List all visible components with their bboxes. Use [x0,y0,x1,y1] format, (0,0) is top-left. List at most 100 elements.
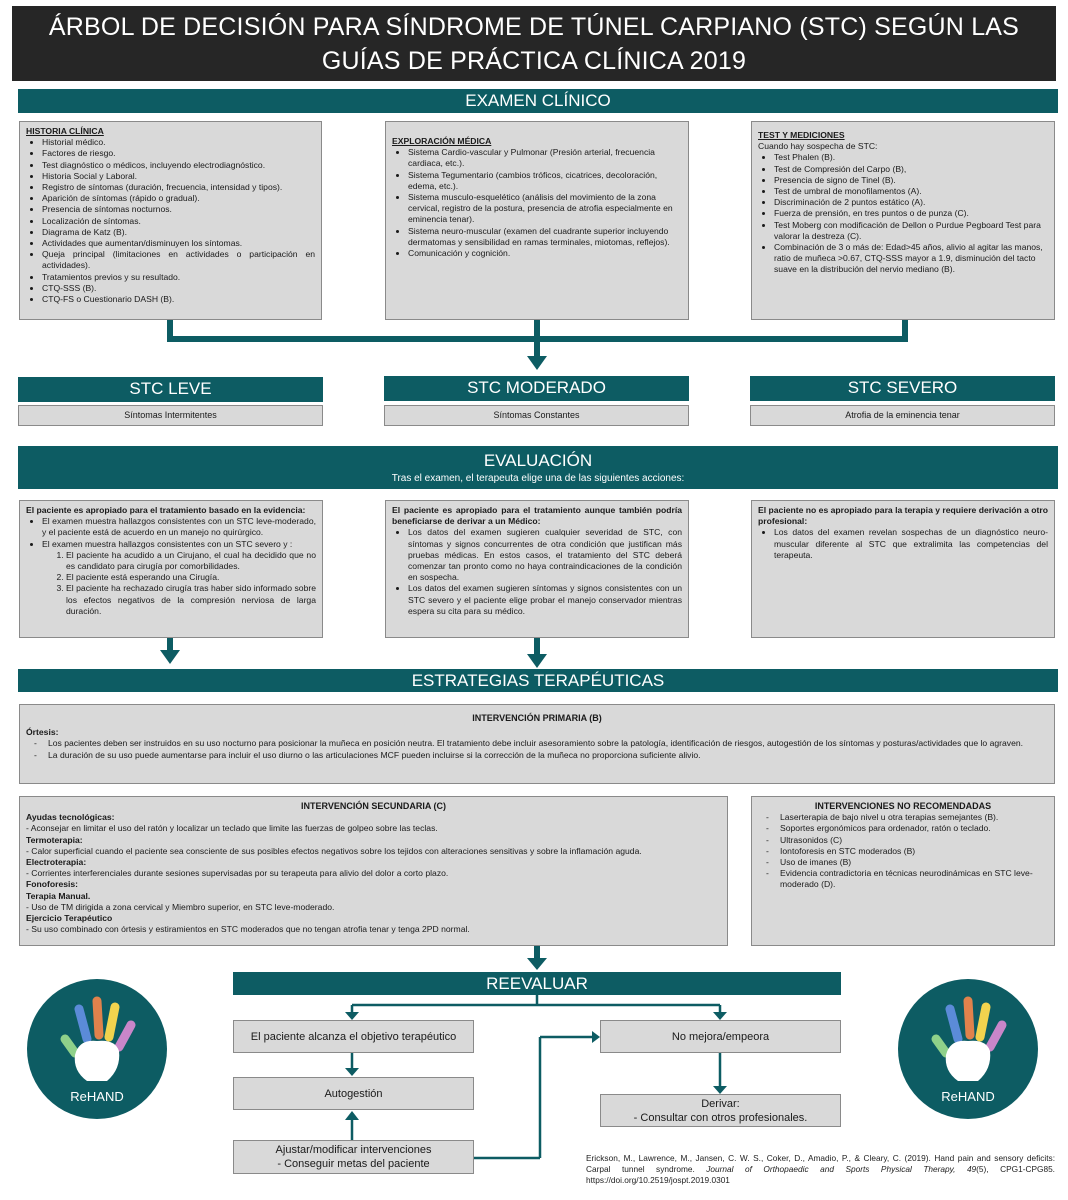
hand-icon [60,996,136,1081]
list-item: Test Phalen (B). [774,152,1048,163]
secondary-group-heading: Termoterapia: [26,834,83,845]
reference-doi[interactable]: https://doi.org/10.2519/jospt.2019.0301 [586,1175,730,1185]
primary-subtitle: Órtesis: [26,727,59,738]
connector [902,320,908,342]
secondary-group-text: - Calor superficial cuando el paciente s… [26,845,642,856]
connector [167,320,173,342]
secondary-group-text: - Uso de TM dirigida a zona cervical y M… [26,901,335,912]
self-management-label: Autogestión [324,1087,383,1100]
evaluation-box-2-list: Los datos del examen sugieren cualquier … [392,527,682,617]
connector [534,638,540,656]
evaluation-title: EVALUACIÓN [483,451,593,470]
arrow-down-icon [527,654,547,668]
logo-text: ReHAND [941,1089,995,1104]
severity-moderate-desc: Síntomas Constantes [384,405,689,426]
list-item: Laserterapia de bajo nivel u otra terapi… [766,812,1048,823]
not-recommended-box: INTERVENCIONES NO RECOMENDADAS Lasertera… [751,796,1055,946]
tests-intro: Cuando hay sospecha de STC: [758,141,878,152]
list-item: Presencia de signo de Tinel (B). [774,175,1048,186]
list-item: Sistema Tegumentario (cambios tróficos, … [408,170,682,192]
severity-mild: STC LEVE [18,377,323,402]
tests-box: TEST Y MEDICIONES Cuando hay sospecha de… [751,121,1055,320]
arrow-down-icon [527,958,547,970]
list-item: Tratamientos previos y su resultado. [42,272,315,283]
evaluation-box-2-title: El paciente es apropiado para el tratami… [392,505,682,527]
reference-journal: Journal of Orthopaedic and Sports Physic… [706,1164,977,1174]
reevaluate-header: REEVALUAR [233,972,841,995]
exploration-box: EXPLORACIÓN MÉDICA Sistema Cardio-vascul… [385,121,689,320]
title-line-1: ÁRBOL DE DECISIÓN PARA SÍNDROME DE TÚNEL… [48,13,1020,41]
secondary-title: INTERVENCIÓN SECUNDARIA (C) [300,801,446,811]
evaluation-box-1-sublist: El paciente ha acudido a un Cirujano, el… [26,550,316,617]
list-item: Los datos del examen revelan sospechas d… [774,527,1048,561]
list-item: Sistema neuro-muscular (examen del cuadr… [408,226,682,248]
list-item: Diagrama de Katz (B). [42,227,315,238]
list-item: Iontoforesis en STC moderados (B) [766,846,1048,857]
list-item: Comunicación y cognición. [408,248,682,259]
connector [167,638,173,652]
hand-icon [931,996,1007,1081]
list-item: Presencia de síntomas nocturnos. [42,204,315,215]
not-recommended-title: INTERVENCIONES NO RECOMENDADAS [814,801,992,811]
list-item: Historia Social y Laboral. [42,171,315,182]
tests-title: TEST Y MEDICIONES [758,130,845,140]
list-item: Los datos del examen sugieren síntomas y… [408,583,682,617]
list-item: Uso de imanes (B) [766,857,1048,868]
list-item: El examen muestra hallazgos consistentes… [42,516,316,538]
title-line-2: GUÍAS DE PRÁCTICA CLÍNICA 2019 [321,47,747,75]
arrow-down-icon [160,650,180,664]
secondary-intervention-box: INTERVENCIÓN SECUNDARIA (C) Ayudas tecno… [19,796,728,946]
refer-line-2: - Consultar con otros profesionales. [633,1111,808,1124]
list-item: Sistema Cardio-vascular y Pulmonar (Pres… [408,147,682,169]
list-item: CTQ-SSS (B). [42,283,315,294]
evaluation-box-3-title: El paciente no es apropiado para la tera… [758,505,1048,527]
adjust-line-1: Ajustar/modificar intervenciones [275,1144,432,1156]
list-item: CTQ-FS o Cuestionario DASH (B). [42,294,315,305]
exploration-title: EXPLORACIÓN MÉDICA [392,136,492,146]
evaluation-box-3-list: Los datos del examen revelan sospechas d… [758,527,1048,561]
secondary-group-heading: Electroterapia: [26,857,87,868]
list-item: Los datos del examen sugieren cualquier … [408,527,682,583]
history-title: HISTORIA CLÍNICA [26,126,104,136]
list-item: Evidencia contradictoria en técnicas neu… [766,868,1048,890]
connector [534,946,540,960]
list-item: Aparición de síntomas (rápido o gradual)… [42,193,315,204]
list-item: El examen muestra hallazgos consistentes… [42,539,316,550]
list-item: Test diagnóstico o médicos, incluyendo e… [42,160,315,171]
rehand-logo-right: ReHAND [898,979,1038,1119]
severity-mild-desc: Síntomas Intermitentes [18,405,323,426]
list-item: El paciente está esperando una Cirugía. [66,572,316,583]
not-recommended-list: Laserterapia de bajo nivel u otra terapi… [758,812,1048,890]
goal-reached-box: El paciente alcanza el objetivo terapéut… [233,1020,474,1053]
refer-box: Derivar: - Consultar con otros profesion… [600,1094,841,1127]
evaluation-header: EVALUACIÓN Tras el examen, el terapeuta … [18,446,1058,489]
exploration-list: Sistema Cardio-vascular y Pulmonar (Pres… [392,147,682,259]
secondary-group-text: - Su uso combinado con órtesis y estiram… [26,924,470,935]
refer-line-1: Derivar: [701,1097,740,1110]
connector [534,320,540,360]
list-item: Combinación de 3 o más de: Edad>45 años,… [774,242,1048,276]
rehand-logo-left: ReHAND [27,979,167,1119]
list-item: El paciente ha rechazado cirugía tras ha… [66,583,316,617]
no-improvement-label: No mejora/empeora [671,1030,770,1043]
list-item: El paciente ha acudido a un Cirujano, el… [66,550,316,572]
primary-title: INTERVENCIÓN PRIMARIA (B) [472,713,602,723]
list-item: Registro de síntomas (duración, frecuenc… [42,182,315,193]
history-box: HISTORIA CLÍNICA Historial médico. Facto… [19,121,322,320]
list-item: Queja principal (limitaciones en activid… [42,249,315,271]
secondary-group-text: - Aconsejar en limitar el uso del ratón … [26,823,438,834]
list-item: Test de umbral de monofilamentos (A). [774,186,1048,197]
arrow-down-icon [527,356,547,370]
list-item: Ultrasonidos (C) [766,835,1048,846]
list-item: Los pacientes deben ser instruidos en su… [34,738,1048,749]
severity-severe: STC SEVERO [750,376,1055,401]
page-title: ÁRBOL DE DECISIÓN PARA SÍNDROME DE TÚNEL… [12,6,1056,81]
secondary-group-heading: Fonoforesis: [26,879,79,890]
strategies-header: ESTRATEGIAS TERAPÉUTICAS [18,669,1058,692]
logo-text: ReHAND [70,1089,124,1104]
tests-list: Test Phalen (B). Test de Compresión del … [758,152,1048,275]
secondary-group-heading: Ejercicio Terapéutico [26,913,113,924]
primary-list: Los pacientes deben ser instruidos en su… [26,738,1048,761]
self-management-box: Autogestión [233,1077,474,1110]
severity-moderate: STC MODERADO [384,376,689,401]
